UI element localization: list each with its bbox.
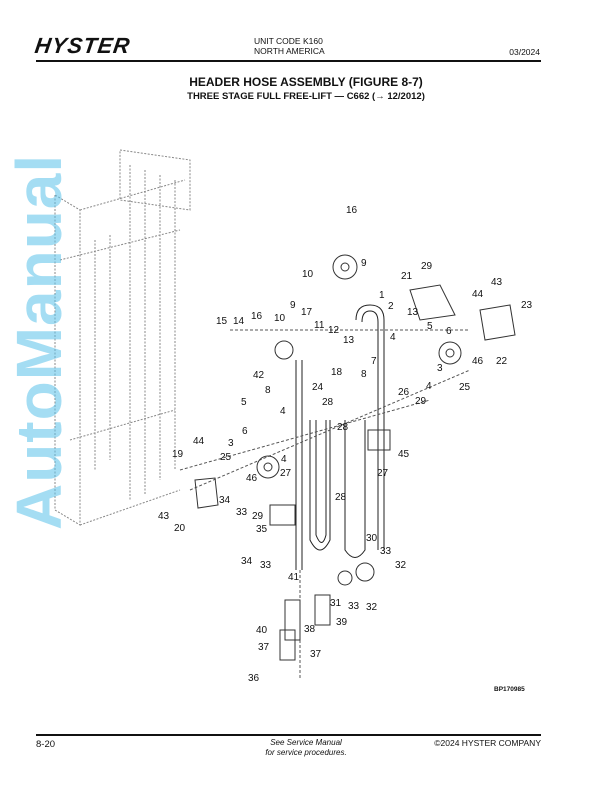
service-note: See Service Manual for service procedure… (216, 738, 396, 758)
callout: 8 (265, 385, 271, 396)
callout: 34 (241, 556, 253, 567)
callout: 27 (280, 468, 292, 479)
callout: 9 (290, 300, 296, 311)
callout: 33 (380, 546, 392, 557)
callout: 40 (256, 625, 268, 636)
callout: 8 (361, 369, 367, 380)
callout: 12 (328, 325, 340, 336)
callout: 16 (251, 311, 263, 322)
footer-rule (36, 734, 541, 736)
callout: 3 (437, 363, 443, 374)
hoses (295, 304, 385, 570)
callout: 10 (274, 313, 286, 324)
callout: 37 (258, 642, 270, 653)
callout: 4 (280, 406, 286, 417)
page-title: HEADER HOSE ASSEMBLY (FIGURE 8-7) (189, 75, 423, 89)
callout: 38 (304, 624, 316, 635)
callout: 28 (322, 397, 334, 408)
callout: 22 (496, 356, 508, 367)
callout: 28 (335, 492, 347, 503)
callout: 44 (193, 436, 205, 447)
callout: 32 (366, 602, 378, 613)
date: 03/2024 (509, 47, 540, 57)
callout: 21 (401, 271, 413, 282)
callout: 18 (331, 367, 343, 378)
callout: 6 (446, 326, 452, 337)
callout: 16 (346, 205, 358, 216)
callout: 4 (426, 381, 432, 392)
unit-code: UNIT CODE K160 (254, 36, 323, 46)
callout: 25 (220, 452, 232, 463)
callout: 7 (371, 356, 377, 367)
figure-code: BP170985 (494, 686, 525, 693)
copyright: ©2024 HYSTER COMPANY (434, 738, 541, 748)
callout: 5 (241, 397, 247, 408)
callout: 24 (312, 382, 324, 393)
region: NORTH AMERICA (254, 46, 325, 56)
callout: 28 (337, 422, 349, 433)
callout: 29 (415, 396, 427, 407)
callout: 3 (228, 438, 234, 449)
callout: 15 (216, 316, 228, 327)
callout: 1 (379, 290, 385, 301)
header-rule (36, 60, 541, 62)
service-note-line1: See Service Manual (270, 738, 342, 747)
callout: 13 (343, 335, 355, 346)
callout: 39 (336, 617, 348, 628)
callout: 25 (459, 382, 471, 393)
callout: 19 (172, 449, 184, 460)
mast-frame (54, 149, 191, 526)
page-subtitle: THREE STAGE FULL FREE-LIFT — C662 (→ 12/… (187, 91, 425, 102)
callout: 26 (398, 387, 410, 398)
callout: 14 (233, 316, 245, 327)
callout: 32 (395, 560, 407, 571)
callout: 33 (348, 601, 360, 612)
callout: 27 (377, 468, 389, 479)
callout: 13 (407, 307, 419, 318)
callout: 29 (252, 511, 264, 522)
callout: 20 (174, 523, 186, 534)
callout: 34 (219, 495, 231, 506)
callout: 42 (253, 370, 265, 381)
unit-info: UNIT CODE K160 NORTH AMERICA (254, 36, 325, 56)
callout: 5 (427, 321, 433, 332)
callout: 41 (288, 572, 300, 583)
callout: 10 (302, 269, 314, 280)
page-number: 8-20 (36, 739, 56, 750)
callout: 6 (242, 426, 248, 437)
callout: 31 (330, 598, 342, 609)
parts (194, 254, 516, 661)
callout: 30 (366, 533, 378, 544)
callout: 17 (301, 307, 313, 318)
callout: 43 (158, 511, 170, 522)
callout: 29 (421, 261, 433, 272)
callout: 23 (521, 300, 533, 311)
callout: 33 (260, 560, 272, 571)
callout: 4 (390, 332, 396, 343)
watermark: AutoManual (3, 153, 75, 530)
callout: 44 (472, 289, 484, 300)
callout: 43 (491, 277, 503, 288)
callout: 35 (256, 524, 268, 535)
callout: 46 (472, 356, 484, 367)
callout: 4 (281, 454, 287, 465)
callout: 9 (361, 258, 367, 269)
callout: 37 (310, 649, 322, 660)
callout: 45 (398, 449, 410, 460)
callout: 36 (248, 673, 260, 684)
callout: 33 (236, 507, 248, 518)
service-note-line2: for service procedures. (265, 748, 347, 757)
callout: 2 (388, 301, 394, 312)
callout: 46 (246, 473, 258, 484)
callout: 11 (314, 320, 325, 331)
